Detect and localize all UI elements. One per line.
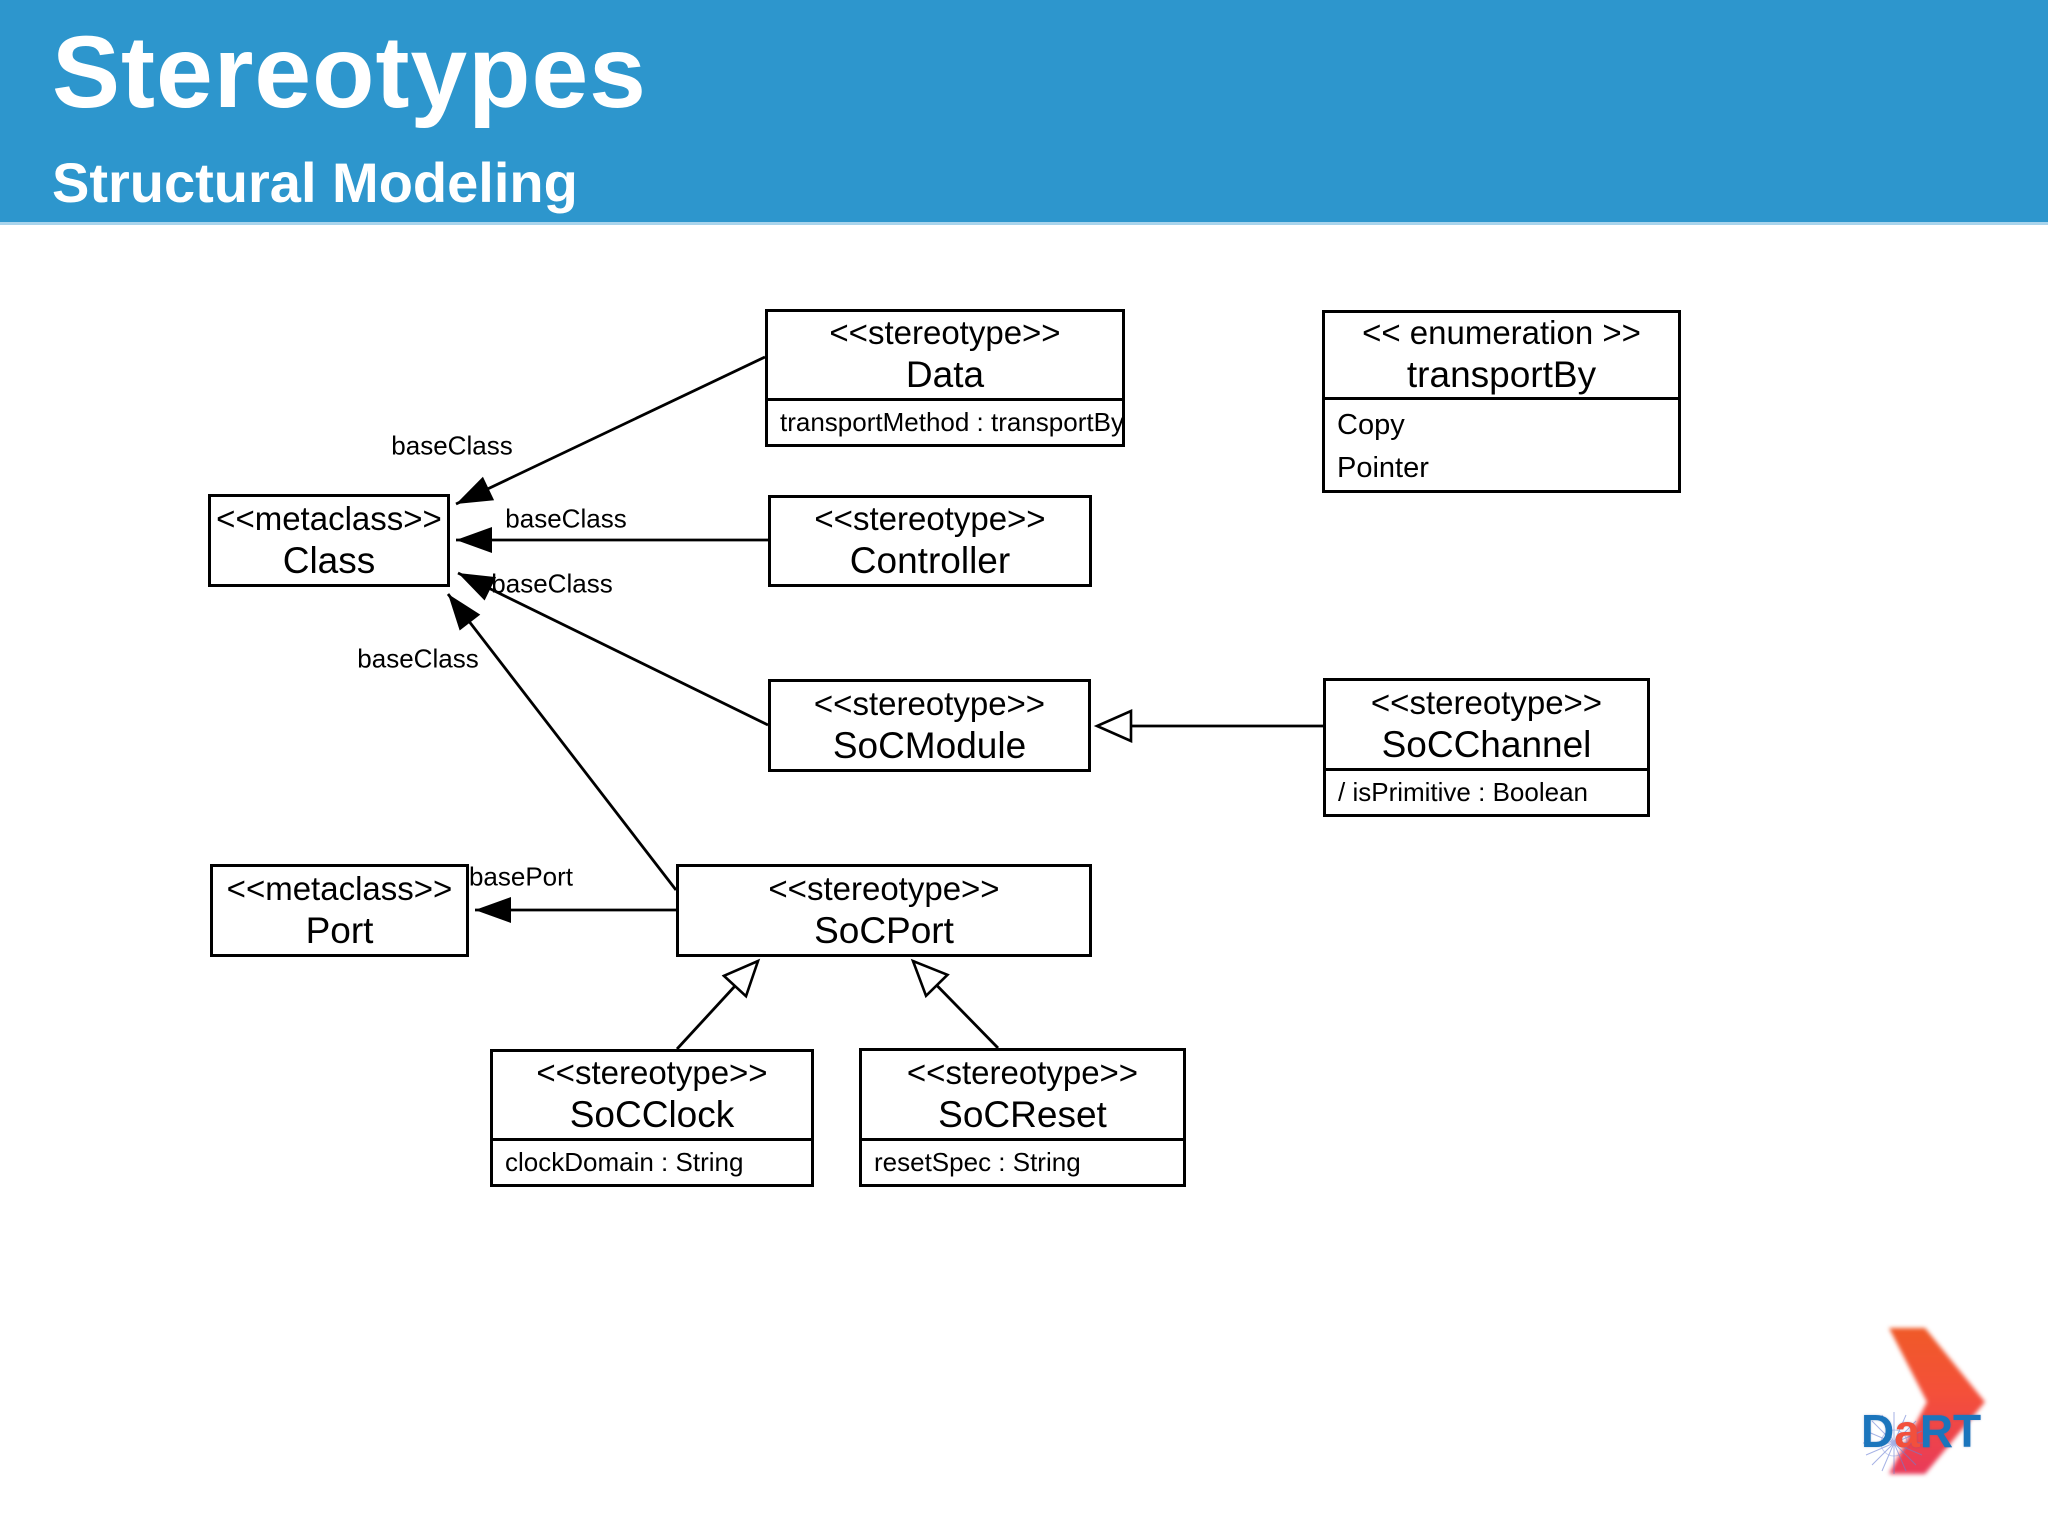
attribute-text: resetSpec : String <box>874 1147 1081 1177</box>
class-name: Port <box>305 909 374 951</box>
uml-class-socreset-attributes: resetSpec : String <box>862 1138 1183 1184</box>
dart-logo-text: DaRT <box>1861 1404 1981 1458</box>
stereotype-label: <<stereotype>> <box>768 869 1000 907</box>
dart-letter-d: D <box>1861 1405 1895 1457</box>
uml-enum-transportby: << enumeration >> transportBy Copy Point… <box>1322 310 1681 493</box>
enum-literal: Copy <box>1337 409 1405 441</box>
uml-class-socport: <<stereotype>> SoCPort <box>676 864 1092 957</box>
stereotype-label: <<metaclass>> <box>216 499 442 537</box>
uml-class-socreset: <<stereotype>> SoCReset resetSpec : Stri… <box>859 1048 1186 1187</box>
uml-metaclass-port-header: <<metaclass>> Port <box>213 867 466 954</box>
stereotype-label: <<stereotype>> <box>906 1053 1139 1091</box>
uml-class-controller-header: <<stereotype>> Controller <box>771 498 1089 584</box>
stereotype-label: <<stereotype>> <box>814 500 1046 537</box>
slide-header: Stereotypes Structural Modeling <box>0 0 2048 225</box>
slide-subtitle: Structural Modeling <box>52 151 578 214</box>
uml-class-data-header: <<stereotype>> Data <box>768 312 1122 398</box>
stereotype-label: <<stereotype>> <box>829 314 1061 351</box>
stereotype-label: <<stereotype>> <box>536 1054 768 1091</box>
edge-label-baseport-socport: basePort <box>468 861 574 892</box>
edge-label-baseclass-controller: baseClass <box>505 503 627 534</box>
uml-metaclass-class: <<metaclass>> Class <box>208 494 450 587</box>
uml-class-socchannel-header: <<stereotype>> SoCChannel <box>1326 681 1647 768</box>
dart-letters-rt: RT <box>1919 1405 1982 1457</box>
uml-class-socmodule: <<stereotype>> SoCModule <box>768 679 1091 772</box>
attribute-text: clockDomain : String <box>505 1147 744 1177</box>
enum-literal: Pointer <box>1337 452 1429 484</box>
class-name: SoCModule <box>832 724 1027 766</box>
uml-class-socclock-header: <<stereotype>> SoCClock <box>493 1052 811 1138</box>
class-name: SoCReset <box>938 1093 1107 1135</box>
stereotype-label: << enumeration >> <box>1362 314 1641 351</box>
stereotype-label: <<metaclass>> <box>226 869 453 907</box>
class-name: SoCChannel <box>1381 723 1592 765</box>
uml-metaclass-class-header: <<metaclass>> Class <box>211 497 447 584</box>
starburst-icon <box>1863 1412 1925 1474</box>
uml-class-socclock-attributes: clockDomain : String <box>493 1138 811 1184</box>
uml-class-socchannel: <<stereotype>> SoCChannel / isPrimitive … <box>1323 678 1650 817</box>
uml-enum-transportby-literals: Copy Pointer <box>1325 397 1678 490</box>
uml-class-socclock: <<stereotype>> SoCClock clockDomain : St… <box>490 1049 814 1187</box>
stereotype-label: <<stereotype>> <box>1370 683 1603 721</box>
class-name: SoCPort <box>814 909 954 951</box>
stereotype-label: <<stereotype>> <box>813 684 1046 722</box>
chevron-icon <box>1889 1328 1985 1474</box>
class-name: Controller <box>849 540 1011 581</box>
uml-class-data: <<stereotype>> Data transportMethod : tr… <box>765 309 1125 447</box>
attribute-text: transportMethod : transportBy <box>780 407 1122 437</box>
enum-name: transportBy <box>1406 354 1597 395</box>
generalization-socreset-to-socport <box>910 958 1000 1049</box>
uml-class-socport-header: <<stereotype>> SoCPort <box>679 867 1089 954</box>
dart-letter-a: a <box>1894 1405 1920 1457</box>
extension-socport-to-class <box>446 593 678 891</box>
page-title: Stereotypes <box>52 15 647 129</box>
edge-label-baseclass-socport: baseClass <box>357 643 479 674</box>
uml-class-data-attributes: transportMethod : transportBy <box>768 398 1122 444</box>
class-name: Class <box>282 539 376 581</box>
uml-class-socchannel-attributes: / isPrimitive : Boolean <box>1326 768 1647 814</box>
uml-metaclass-port: <<metaclass>> Port <box>210 864 469 957</box>
class-name: SoCClock <box>569 1094 735 1135</box>
uml-diagram: <<stereotype>> Data transportMethod : tr… <box>0 225 2048 1536</box>
generalization-socclock-to-socport <box>675 958 761 1050</box>
uml-class-socreset-header: <<stereotype>> SoCReset <box>862 1051 1183 1138</box>
uml-class-controller: <<stereotype>> Controller <box>768 495 1092 587</box>
uml-class-socmodule-header: <<stereotype>> SoCModule <box>771 682 1088 769</box>
edge-label-baseclass-socmodule: baseClass <box>491 568 613 599</box>
edge-label-baseclass-data: baseClass <box>391 430 513 461</box>
attribute-text: / isPrimitive : Boolean <box>1338 777 1588 807</box>
dart-logo: DaRT <box>1845 1318 2015 1488</box>
class-name: Data <box>905 354 985 395</box>
uml-enum-transportby-header: << enumeration >> transportBy <box>1325 313 1678 397</box>
